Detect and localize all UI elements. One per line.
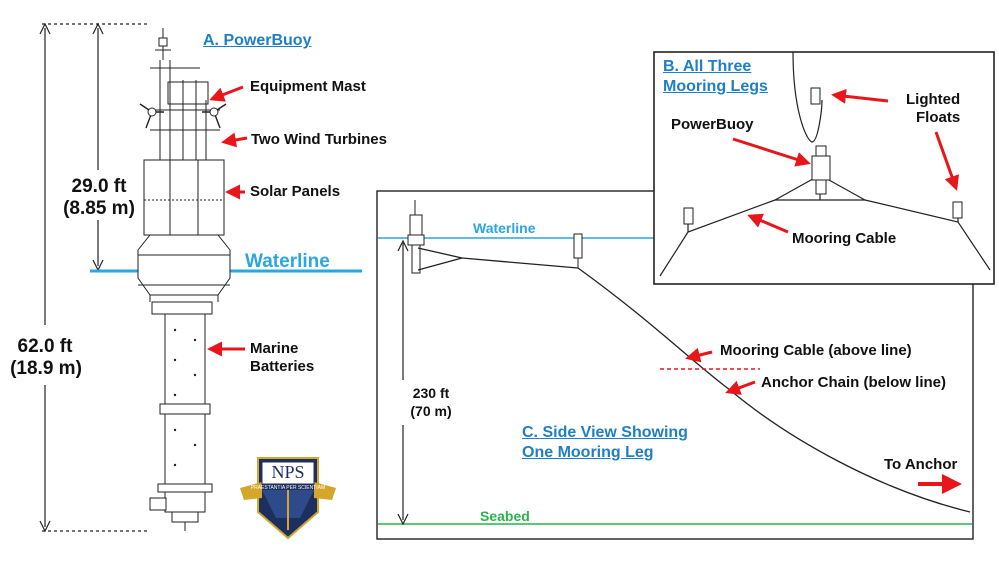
- nps-logo: [240, 457, 336, 540]
- wind-turbines-label: Two Wind Turbines: [251, 131, 387, 148]
- total-height-m: (18.9 m): [10, 358, 82, 379]
- to-anchor-label: To Anchor: [884, 456, 958, 473]
- solar-panels-label: Solar Panels: [250, 183, 341, 200]
- marine-batteries-label-line1: Marine: [250, 340, 299, 357]
- panel-c-title-line1: C. Side View Showing: [522, 424, 688, 441]
- waterline-label-c: Waterline: [473, 220, 536, 236]
- marine-batteries-label-line2: Batteries: [250, 358, 315, 375]
- powerbuoy-label: PowerBuoy: [671, 116, 754, 133]
- nps-logo-motto: PRAESTANTIA PER SCIENTIAM: [250, 485, 326, 491]
- depth-dimension: [397, 239, 409, 526]
- waterline-label-a: Waterline: [245, 251, 330, 272]
- upper-height-ft: 29.0 ft: [71, 176, 127, 197]
- upper-height-m: (8.85 m): [63, 198, 135, 219]
- panel-b-title-line1: B. All Three: [663, 58, 752, 75]
- lighted-floats-label-line2: Floats: [916, 109, 961, 126]
- side-view-float: [573, 233, 583, 268]
- mooring-cable-label-b: Mooring Cable: [792, 230, 897, 247]
- depth-ft: 230 ft: [412, 385, 450, 401]
- upper-height-dimension: [92, 22, 104, 272]
- total-height-ft: 62.0 ft: [17, 336, 73, 357]
- lighted-floats-label-line1: Lighted: [906, 91, 961, 108]
- equipment-mast-label: Equipment Mast: [250, 78, 366, 95]
- panel-c-title-line2: One Mooring Leg: [522, 444, 654, 461]
- total-height-dimension: [39, 22, 150, 533]
- nps-logo-text: NPS: [271, 462, 305, 482]
- plan-view-buoy: [811, 145, 831, 195]
- plan-view-floats: [683, 87, 963, 225]
- side-view-buoy: [407, 200, 425, 274]
- callout-arrows-a: [207, 85, 248, 357]
- panel-b-title-line2: Mooring Legs: [663, 78, 768, 95]
- anchor-chain-below-label: Anchor Chain (below line): [761, 374, 947, 391]
- callout-arrows-b: [732, 88, 960, 234]
- mooring-cable-above-label: Mooring Cable (above line): [720, 342, 912, 359]
- seabed-label: Seabed: [480, 508, 530, 524]
- callout-arrows-c: [685, 347, 962, 494]
- depth-m: (70 m): [410, 403, 452, 419]
- powerbuoy-drawing: [137, 28, 231, 531]
- panel-a-title: A. PowerBuoy: [203, 32, 312, 49]
